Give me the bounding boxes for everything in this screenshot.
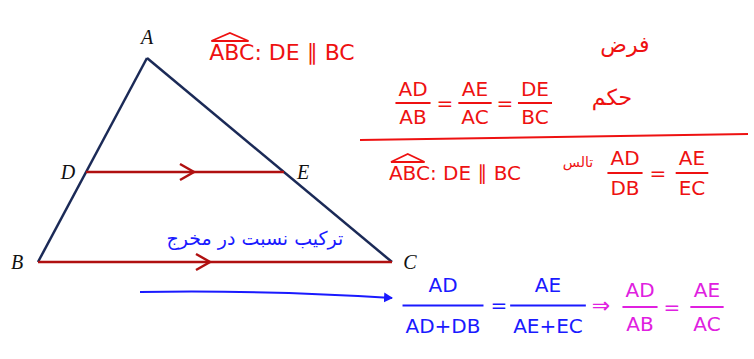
equals-sign: =	[437, 93, 454, 113]
equals-sign: =	[491, 295, 508, 315]
side-bc	[38, 261, 392, 264]
fraction-bar	[510, 305, 586, 307]
fraction-bar	[676, 172, 709, 174]
blue-arrow	[140, 292, 392, 298]
equals-sign: =	[664, 297, 681, 317]
denominator: EC	[679, 178, 706, 198]
hypothesis-text: ABC: DE ∥ BC	[209, 42, 354, 64]
step-note: ترکیب نسبت در مخرج	[167, 229, 344, 248]
fraction-bar	[458, 102, 491, 104]
numerator: DE	[521, 79, 549, 99]
separator-line	[360, 134, 748, 140]
denominator: AD+DB	[406, 316, 481, 336]
denominator: AE+EC	[513, 316, 583, 336]
fraction-bar	[607, 172, 642, 174]
numerator: AD	[428, 275, 457, 295]
denominator: DB	[610, 178, 639, 198]
vertex-label: A	[141, 27, 153, 47]
vertex-label: E	[297, 162, 309, 182]
denominator: AB	[399, 107, 426, 127]
theorem-name: تالس	[563, 155, 593, 169]
triangle-symbol	[211, 33, 248, 41]
denominator: AC	[693, 314, 720, 334]
equals-sign: =	[650, 163, 667, 183]
parallel-arrow	[180, 164, 194, 180]
numerator: AE	[462, 79, 488, 99]
fraction-bar	[395, 102, 430, 104]
fraction-bar	[403, 305, 484, 307]
denominator: AB	[626, 314, 653, 334]
numerator: AD	[610, 148, 639, 168]
numerator: AD	[625, 280, 654, 300]
denominator: AC	[461, 107, 488, 127]
numerator: AE	[679, 148, 705, 168]
segment-de	[86, 171, 284, 174]
numerator: AE	[535, 275, 561, 295]
side-ac	[147, 58, 392, 262]
fraction-bar	[690, 306, 723, 308]
fraction-bar	[518, 102, 552, 104]
implies-arrow: ⇒	[592, 295, 610, 317]
numerator: AD	[398, 79, 427, 99]
triangle-symbol	[391, 154, 425, 162]
vertex-label: D	[61, 162, 75, 182]
conclusion-word: حکم	[592, 87, 632, 109]
vertex-label: B	[11, 252, 23, 272]
vertex-label: C	[403, 252, 416, 272]
parallel-arrow	[196, 254, 210, 270]
denominator: BC	[521, 107, 548, 127]
theorem-statement: ABC: DE ∥ BC	[389, 163, 521, 183]
fraction-bar	[622, 306, 657, 308]
hypothesis-word: فرض	[600, 34, 649, 56]
equals-sign: =	[497, 93, 514, 113]
numerator: AE	[694, 280, 720, 300]
side-ab	[38, 58, 147, 262]
